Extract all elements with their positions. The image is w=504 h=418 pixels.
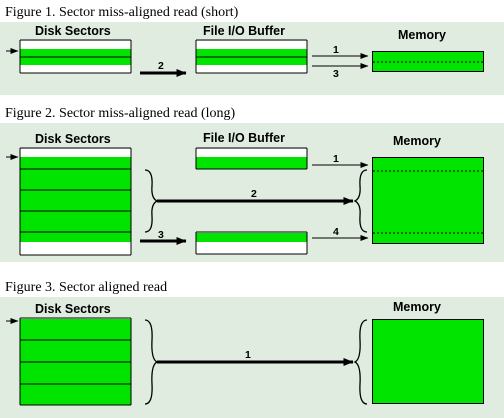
figure2-memory-block	[372, 157, 484, 244]
figure2-memory-label: Memory	[393, 134, 441, 148]
figure1-memory-block	[372, 51, 484, 72]
figure2-step-3-label: 3	[158, 229, 164, 241]
figure2-disk-sectors	[19, 147, 132, 256]
figure2-step-4-label: 4	[333, 226, 339, 238]
figure3-disk-sectors	[19, 317, 132, 406]
figure1-step-1-label: 1	[333, 44, 339, 56]
figure1-step-3-label: 3	[333, 68, 339, 80]
figure3-right-brace	[353, 319, 368, 405]
figure3-step-1-label: 1	[245, 349, 251, 361]
figure3-disk-sectors-label: Disk Sectors	[35, 302, 111, 316]
figure2-step-1-label: 1	[333, 153, 339, 165]
figure1-file-io-buffer	[195, 39, 308, 74]
figure1-disk-sectors	[19, 39, 132, 74]
figure2-right-brace	[353, 169, 368, 233]
figure1-disk-sectors-label: Disk Sectors	[35, 24, 111, 38]
figure3-memory-block	[372, 319, 484, 404]
figure1-step-2-label: 2	[158, 60, 164, 72]
figure2-file-io-buffer-top	[195, 147, 308, 170]
figure1-file-io-buffer-label: File I/O Buffer	[203, 24, 285, 38]
figure3-memory-label: Memory	[393, 300, 441, 314]
figure1-title: Figure 1. Sector miss-aligned read (shor…	[5, 5, 239, 20]
figure2-step-2-label: 2	[251, 188, 257, 200]
figure2-title: Figure 2. Sector miss-aligned read (long…	[5, 106, 236, 121]
figure2-disk-sectors-label: Disk Sectors	[35, 132, 111, 146]
figure2-file-io-buffer-label: File I/O Buffer	[203, 131, 285, 145]
figure1-memory-label: Memory	[398, 28, 446, 42]
figure3-title: Figure 3. Sector aligned read	[5, 280, 167, 295]
figure2-file-io-buffer-bottom	[195, 231, 308, 255]
